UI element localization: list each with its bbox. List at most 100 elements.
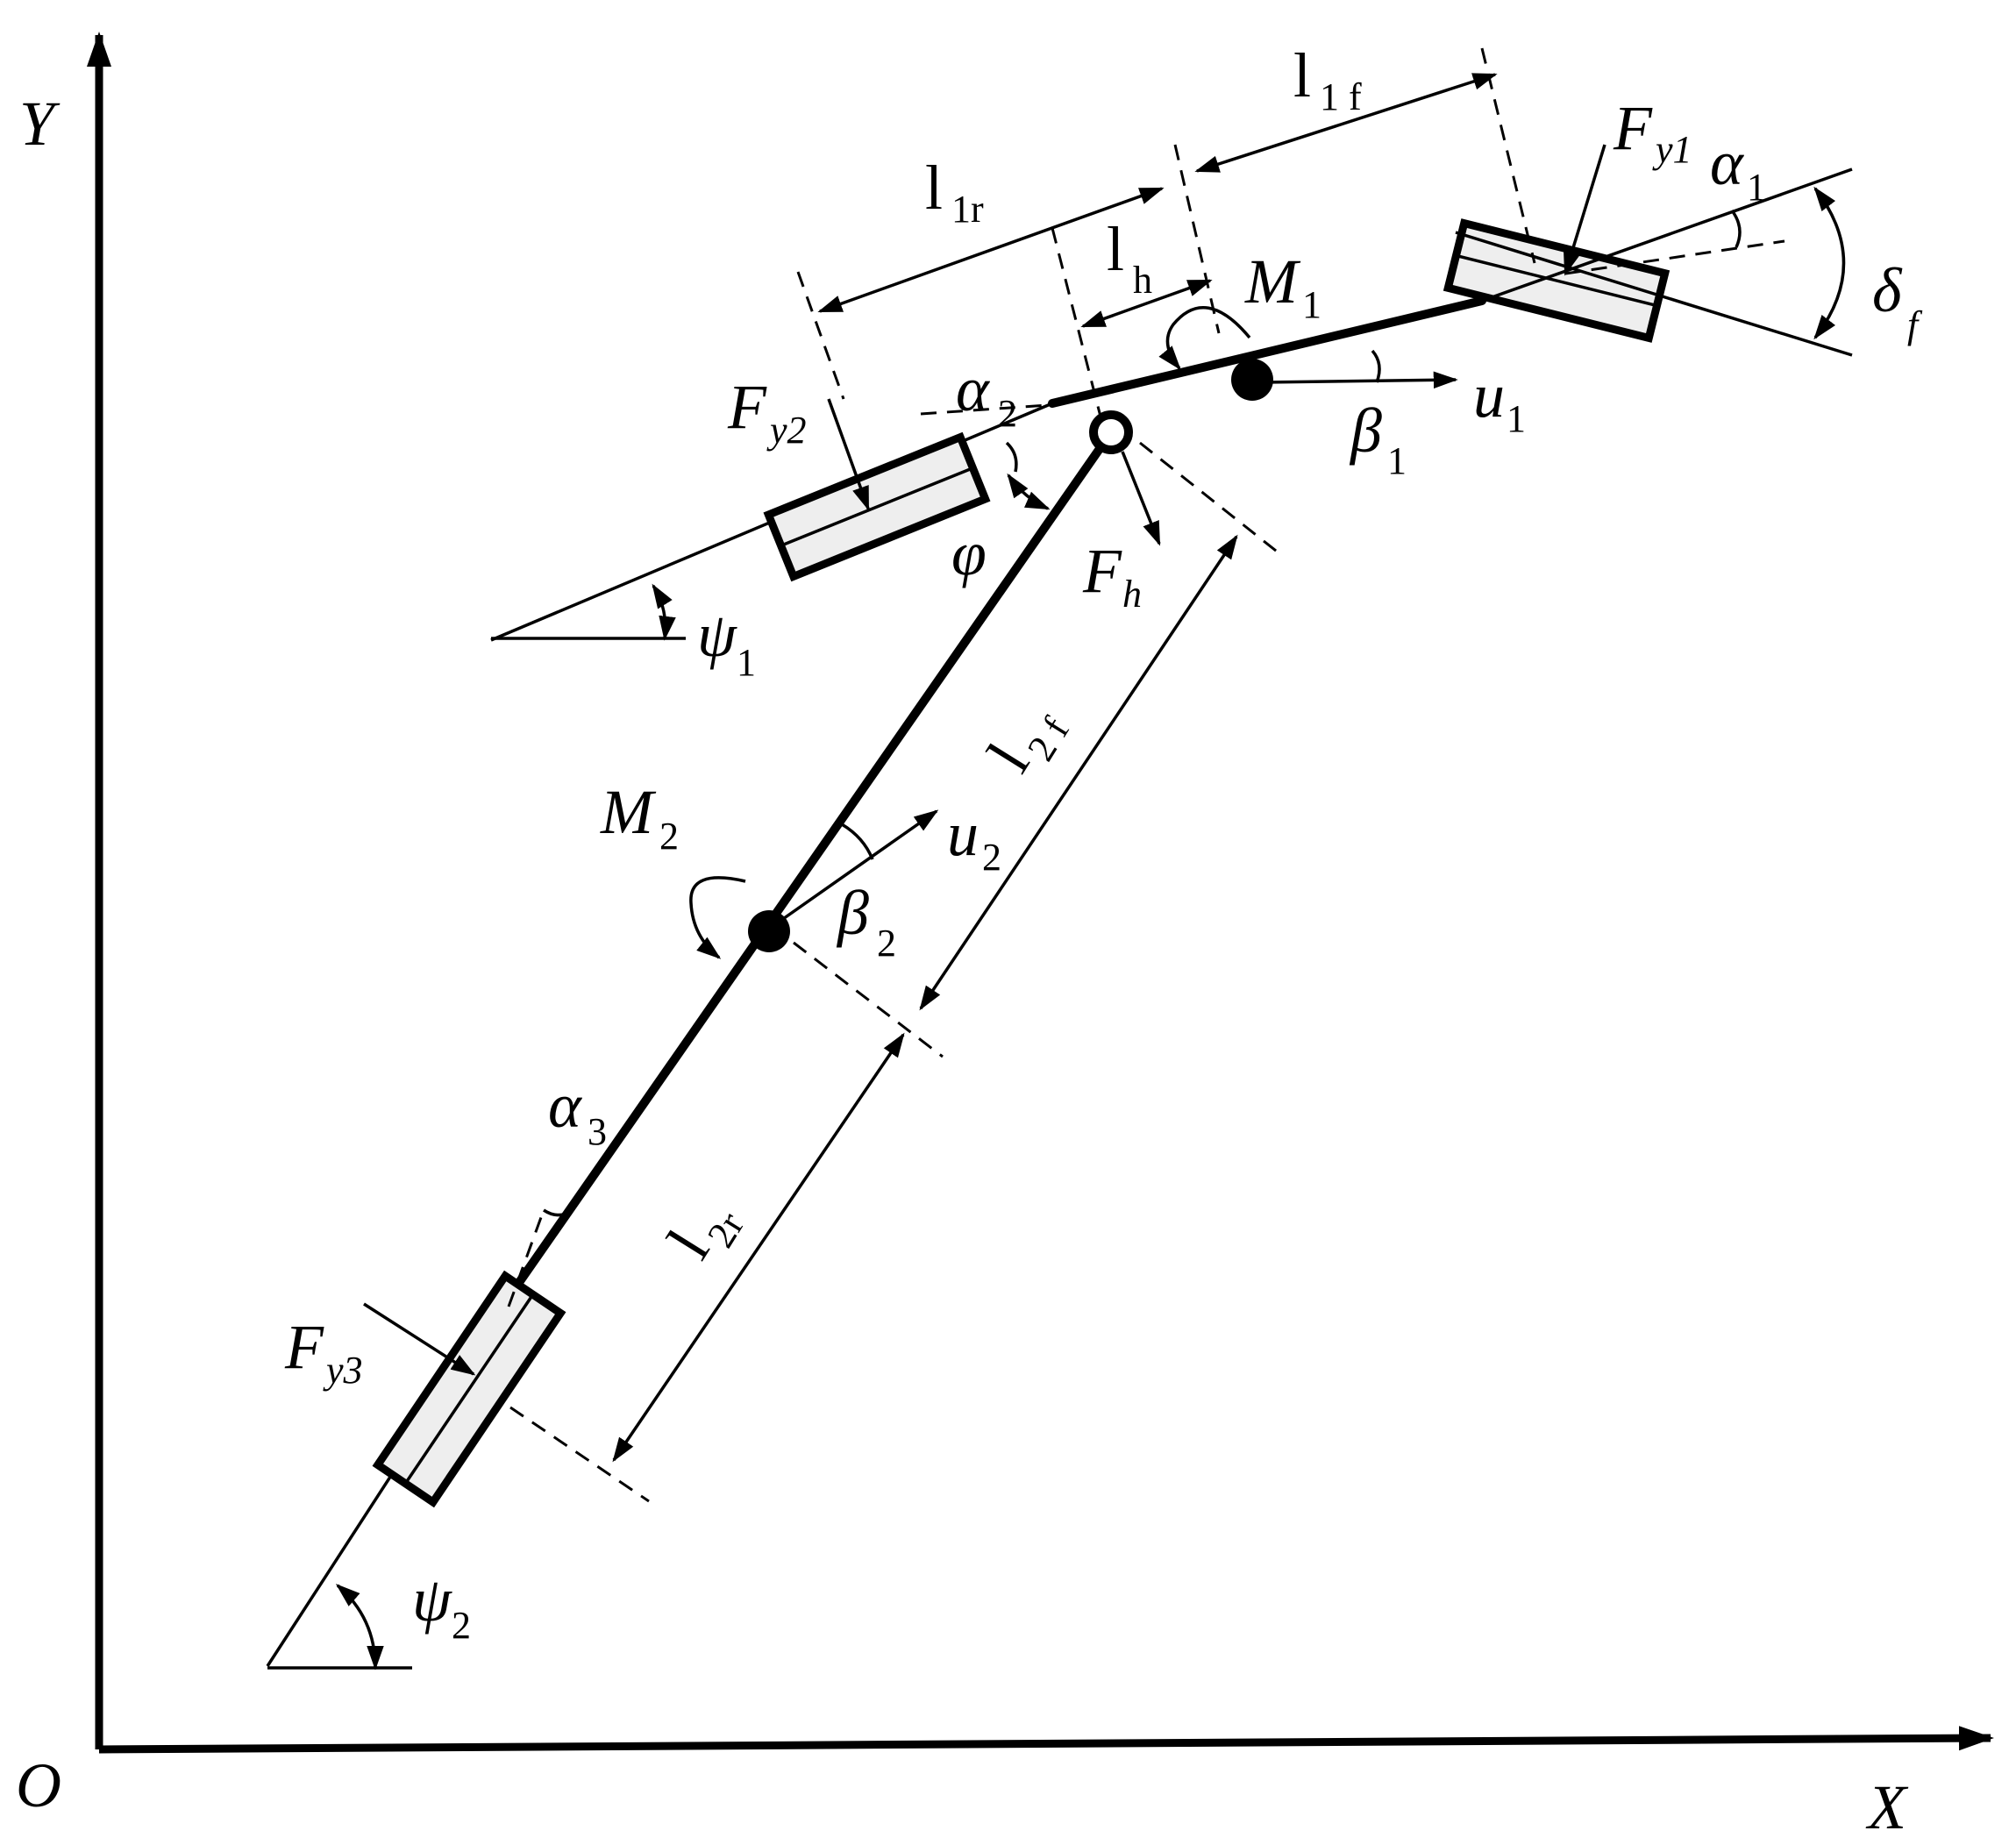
- svg-text:u: u: [947, 799, 979, 869]
- svg-text:1r: 1r: [951, 188, 984, 231]
- front-unit: [490, 218, 1671, 642]
- l1f-dimension: [1194, 73, 1498, 173]
- svg-text:2: 2: [659, 815, 679, 858]
- svg-text:M: M: [600, 777, 657, 847]
- label-Fy1: F y1: [1613, 93, 1692, 171]
- svg-text:α: α: [1710, 128, 1744, 198]
- fy1-arrow: [1564, 144, 1606, 276]
- rear-tire: [372, 1270, 566, 1508]
- svg-text:u: u: [1473, 360, 1505, 431]
- label-alpha2: α 2: [956, 354, 1017, 435]
- rear-unit: [266, 428, 1115, 1670]
- beta2-arc: [841, 823, 874, 860]
- phi-arc: [1007, 473, 1051, 510]
- label-lh: l h: [1107, 214, 1152, 302]
- svg-text:β: β: [836, 878, 869, 948]
- l2r-dimension: [612, 1032, 905, 1463]
- label-psi2: ψ 2: [412, 1564, 471, 1647]
- svg-text:3: 3: [588, 1110, 607, 1153]
- fy2-arrow: [827, 398, 870, 511]
- hitch-joint: [1089, 410, 1133, 454]
- svg-text:1: 1: [737, 641, 756, 684]
- rear-unit-cg: [748, 910, 790, 952]
- svg-text:2: 2: [998, 392, 1017, 435]
- label-l2r: l 2r: [654, 1205, 752, 1271]
- dimension-extension-lines: [507, 47, 1536, 1503]
- label-u1: u 1: [1473, 360, 1526, 440]
- label-beta2: β 2: [836, 878, 896, 965]
- label-M1: M 1: [1244, 246, 1321, 326]
- svg-text:1: 1: [1747, 166, 1766, 209]
- dimension-arrows: [612, 73, 1498, 1463]
- l2f-dimension: [919, 534, 1238, 1011]
- svg-text:M: M: [1244, 246, 1301, 317]
- m2-moment-arc: [689, 876, 746, 959]
- front-steered-tire: [1443, 218, 1671, 343]
- svg-text:h: h: [1122, 573, 1142, 616]
- x-axis-label: X: [1865, 1772, 1909, 1841]
- label-psi1: ψ 1: [697, 600, 756, 684]
- force-vectors: [363, 144, 1606, 1376]
- svg-text:1: 1: [1302, 283, 1321, 326]
- fh-arrow: [1121, 451, 1161, 546]
- l1r-dimension: [817, 187, 1165, 313]
- m1-moment-arc: [1158, 306, 1251, 371]
- y-axis-label: Y: [19, 89, 61, 159]
- svg-text:β: β: [1349, 395, 1382, 466]
- svg-text:1 f: 1 f: [1320, 75, 1362, 118]
- svg-text:f: f: [1907, 303, 1923, 346]
- svg-text:2: 2: [982, 836, 1001, 879]
- svg-text:2: 2: [452, 1604, 471, 1647]
- label-l1r: l 1r: [925, 153, 984, 231]
- svg-text:l: l: [1293, 40, 1311, 110]
- svg-text:α: α: [956, 354, 990, 424]
- alpha3-arc: [543, 1208, 571, 1217]
- front-unit-body: [1048, 296, 1486, 408]
- psi2-arc: [335, 1584, 384, 1670]
- svg-text:F: F: [727, 372, 767, 442]
- svg-text:y1: y1: [1652, 128, 1692, 171]
- svg-text:1: 1: [1507, 397, 1526, 440]
- lh-dimension: [1080, 279, 1213, 328]
- x-axis: [98, 1726, 1994, 1754]
- label-Fh: F h: [1082, 536, 1142, 616]
- svg-text:y2: y2: [766, 409, 807, 452]
- svg-text:F: F: [1613, 93, 1653, 163]
- svg-text:ψ: ψ: [412, 1564, 452, 1635]
- alpha1-dashed-line: [1564, 239, 1785, 275]
- front-unit-rear-tire: [763, 431, 991, 582]
- label-M2: M 2: [600, 777, 679, 858]
- label-alpha1: α 1: [1710, 128, 1766, 209]
- label-beta1: β 1: [1349, 395, 1407, 482]
- svg-text:φ: φ: [951, 518, 987, 588]
- front-axle-reference-line: [1481, 167, 1853, 303]
- origin-label: O: [16, 1750, 61, 1820]
- svg-text:F: F: [1082, 536, 1122, 606]
- fy3-arrow: [363, 1302, 476, 1376]
- label-phi: φ: [951, 518, 987, 588]
- svg-text:h: h: [1133, 259, 1152, 302]
- svg-text:y3: y3: [323, 1349, 363, 1392]
- alpha1-arc: [1730, 209, 1742, 248]
- u1-arrow: [1262, 371, 1458, 389]
- svg-text:1: 1: [1387, 439, 1407, 482]
- svg-text:δ: δ: [1872, 255, 1903, 325]
- label-deltaf: δ f: [1872, 255, 1923, 346]
- svg-text:2: 2: [877, 922, 896, 965]
- svg-text:ψ: ψ: [697, 600, 737, 670]
- alpha2-arc: [1005, 441, 1018, 473]
- svg-text:F: F: [284, 1312, 324, 1382]
- u2-arrow: [779, 809, 939, 922]
- svg-text:α: α: [548, 1071, 582, 1141]
- svg-text:l: l: [925, 153, 943, 223]
- label-Fy3: F y3: [284, 1312, 363, 1392]
- svg-text:l: l: [1107, 214, 1124, 284]
- front-unit-cg: [1231, 359, 1273, 401]
- psi1-arc: [652, 583, 676, 641]
- label-Fy2: F y2: [727, 372, 807, 452]
- label-l2f: l 2 f: [974, 709, 1078, 783]
- steered-wheel-line: [1455, 231, 1853, 357]
- coordinate-axes: [87, 32, 1994, 1754]
